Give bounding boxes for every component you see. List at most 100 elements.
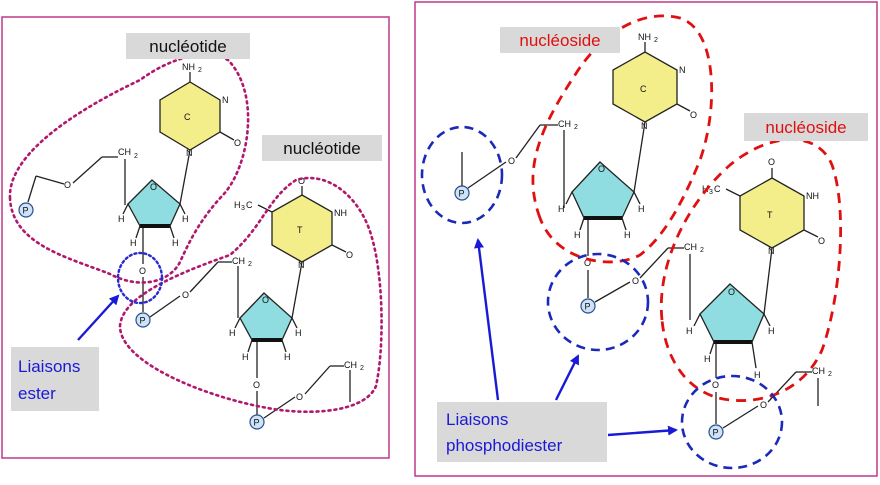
svg-text:H: H (768, 326, 775, 336)
svg-text:H: H (295, 328, 302, 338)
svg-text:N: N (641, 121, 648, 131)
svg-text:O: O (768, 157, 775, 167)
svg-text:P: P (713, 428, 719, 438)
ester-bond-circle (116, 251, 164, 305)
svg-text:O: O (182, 290, 189, 300)
svg-text:NH: NH (334, 208, 347, 218)
svg-text:H: H (558, 204, 565, 214)
nucleoside-outline-1 (531, 14, 714, 264)
svg-text:O: O (818, 236, 825, 246)
label-nucleotide-2: nucléotide (283, 139, 361, 158)
phosphodiester-arrow-3 (607, 425, 678, 437)
svg-text:CH: CH (558, 119, 571, 129)
svg-text:P: P (459, 189, 465, 199)
svg-text:2: 2 (198, 67, 202, 74)
label-nucleotide-1: nucléotide (149, 37, 227, 56)
svg-text:H: H (574, 230, 581, 240)
svg-text:N: N (298, 260, 305, 270)
svg-text:N: N (222, 95, 229, 105)
svg-text:O: O (262, 295, 269, 305)
phosphodiester-arrow-2 (554, 354, 580, 401)
label-box-ester (11, 347, 99, 411)
phosphodiester-arrow-1 (474, 238, 500, 401)
svg-text:NH: NH (182, 62, 195, 72)
label-ester-line1: Liaisons (18, 357, 80, 376)
svg-text:2: 2 (654, 37, 658, 44)
svg-text:C: C (714, 184, 721, 194)
svg-text:H: H (229, 328, 236, 338)
svg-text:P: P (140, 316, 146, 326)
svg-text:O: O (150, 182, 157, 192)
svg-text:O: O (760, 400, 767, 410)
svg-text:CH: CH (812, 366, 825, 376)
atom-p: P (23, 206, 29, 216)
svg-text:N: N (186, 148, 193, 158)
phosphate-icon (135, 312, 151, 328)
svg-text:O: O (508, 156, 515, 166)
svg-text:NH: NH (638, 32, 651, 42)
phosphodiester-circle-2 (546, 252, 650, 352)
svg-text:T: T (767, 210, 773, 220)
phosphate-icon (18, 202, 34, 218)
label-nucleoside-2: nucléoside (765, 118, 846, 137)
svg-text:O: O (346, 250, 353, 260)
svg-text:H: H (624, 230, 631, 240)
svg-text:3: 3 (709, 189, 713, 196)
label-box-nucleoside-1 (500, 27, 620, 53)
svg-text:O: O (139, 266, 146, 276)
svg-text:O: O (690, 110, 697, 120)
svg-text:H: H (118, 214, 125, 224)
label-ester-line2: ester (18, 384, 56, 403)
svg-text:H: H (638, 204, 645, 214)
svg-text:2: 2 (574, 124, 578, 131)
svg-text:O: O (598, 164, 605, 174)
right-nucleoside-bottom: P O CH 2 O H H H H O P O CH 2 T N NH (580, 157, 832, 440)
right-nucleoside-top: P O CH 2 O H H H H O C N N O NH 2 (454, 32, 697, 298)
svg-text:H: H (130, 238, 137, 248)
svg-text:H: H (182, 214, 189, 224)
ester-arrow (77, 294, 120, 341)
svg-text:P: P (254, 418, 260, 428)
base-c-label: C (184, 112, 191, 122)
svg-text:N: N (768, 246, 775, 256)
svg-text:H: H (242, 352, 249, 362)
label-box-nucleotide-2 (262, 135, 382, 161)
svg-text:2: 2 (828, 371, 832, 378)
svg-text:H: H (686, 326, 693, 336)
phosphodiester-circle-1 (420, 125, 504, 225)
left-nucleotide-top: P O CH 2 O H H H H O C N N O NH 2 (18, 62, 241, 312)
atom-o: O (64, 180, 71, 190)
nucleotide-outline-2 (118, 176, 383, 413)
svg-text:CH: CH (232, 256, 245, 266)
svg-text:2: 2 (360, 365, 364, 372)
svg-text:C: C (246, 200, 253, 210)
svg-text:H: H (284, 352, 291, 362)
svg-text:O: O (253, 380, 260, 390)
svg-text:2: 2 (700, 247, 704, 254)
svg-text:H: H (754, 370, 761, 380)
svg-text:NH: NH (806, 191, 819, 201)
svg-text:O: O (728, 287, 735, 297)
svg-text:O: O (298, 176, 305, 186)
label-box-phosphodiester (437, 402, 607, 462)
svg-text:2: 2 (134, 153, 138, 160)
svg-text:C: C (640, 84, 647, 94)
phosphate-icon (580, 298, 596, 314)
label-phosphodiester-line1: Liaisons (446, 410, 508, 429)
label-nucleoside-1: nucléoside (519, 31, 600, 50)
svg-text:P: P (585, 302, 591, 312)
svg-text:3: 3 (241, 205, 245, 212)
svg-text:2: 2 (248, 261, 252, 268)
phosphodiester-circle-3 (680, 374, 784, 470)
svg-text:H: H (704, 354, 711, 364)
svg-text:O: O (712, 380, 719, 390)
svg-text:O: O (632, 276, 639, 286)
svg-text:CH: CH (344, 360, 357, 370)
left-nucleotide-bottom: P O CH 2 O H H H H O P O CH 2 T N NH (135, 176, 364, 430)
svg-text:H: H (234, 200, 241, 210)
nucleotide-outline-1 (8, 53, 250, 284)
svg-text:O: O (234, 138, 241, 148)
atom-ch2: CH (118, 147, 131, 157)
